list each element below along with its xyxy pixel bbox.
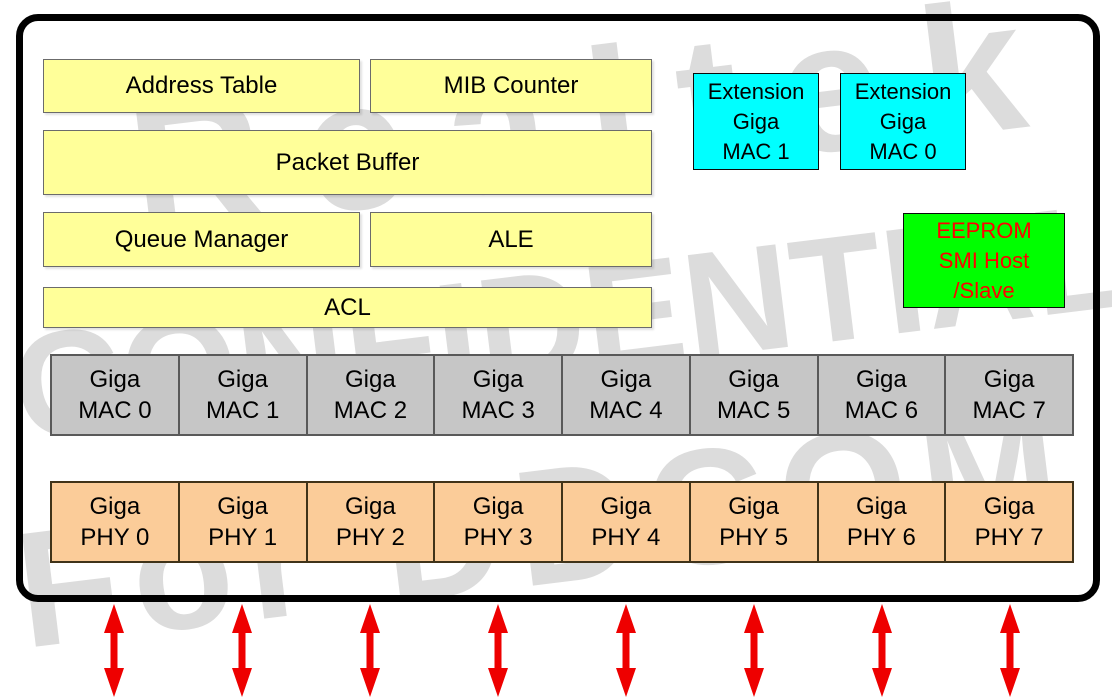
block-queue-manager: Queue Manager <box>43 212 360 267</box>
updown-arrow-icon <box>616 604 636 697</box>
port-label-line2: MAC 5 <box>716 397 791 424</box>
port-arrow-cell <box>562 604 690 697</box>
block-packet-buffer: Packet Buffer <box>43 130 652 195</box>
port-arrow-cell <box>178 604 306 697</box>
port-label-line1: Giga <box>345 366 396 393</box>
port-label-line1: Giga <box>472 366 524 393</box>
port-label-line1: Giga <box>856 493 907 520</box>
port-label-line2: MAC 7 <box>972 397 1046 424</box>
block-label: Queue Manager <box>114 225 289 253</box>
port-label-line1: Giga <box>983 366 1035 393</box>
block-label: Packet Buffer <box>275 148 420 176</box>
port-label-line2: PHY 1 <box>208 524 278 551</box>
block-label: Address Table <box>125 72 278 99</box>
port-label-line1: Giga <box>472 493 524 520</box>
block-label-line: EEPROM <box>936 217 1032 243</box>
port-label-line2: PHY 3 <box>463 524 533 551</box>
port-label-line1: Giga <box>728 493 779 520</box>
block-label-line: MAC 1 <box>722 138 790 164</box>
block-label-line: MAC 0 <box>869 138 937 164</box>
port-label-line1: Giga <box>89 493 141 520</box>
block-label-line: Extension <box>707 78 805 104</box>
block-label-line: /Slave <box>953 277 1015 303</box>
block-label: MIB Counter <box>443 72 579 99</box>
updown-arrow-icon <box>1000 604 1020 697</box>
block-extension-giga-mac-1: Extension Giga MAC 1 <box>693 73 819 170</box>
port-label-line2: PHY 6 <box>846 524 916 551</box>
port-label-line1: Giga <box>600 366 652 393</box>
block-label-line: Giga <box>732 108 780 134</box>
port-label-line2: MAC 4 <box>589 397 663 424</box>
port-label-line1: Giga <box>983 493 1035 520</box>
updown-arrow-icon <box>360 604 380 697</box>
block-eeprom-smi-host-slave: EEPROM SMI Host /Slave <box>903 213 1065 308</box>
port-label-line2: MAC 1 <box>205 397 280 424</box>
updown-arrow-icon <box>104 604 124 697</box>
port-arrow-cell <box>306 604 434 697</box>
updown-arrow-icon <box>872 604 892 697</box>
port-label-line2: MAC 6 <box>844 397 919 424</box>
block-label: ACL <box>324 293 371 321</box>
block-mib-counter: MIB Counter <box>370 59 652 113</box>
block-label: ALE <box>488 225 534 253</box>
port-label-line2: PHY 4 <box>591 524 661 551</box>
block-extension-giga-mac-0: Extension Giga MAC 0 <box>840 73 966 170</box>
port-label-line1: Giga <box>217 493 268 520</box>
port-label-line1: Giga <box>217 366 268 393</box>
port-label-line1: Giga <box>89 366 141 393</box>
updown-arrow-icon <box>488 604 508 697</box>
port-label-line2: PHY 0 <box>80 524 150 551</box>
block-label-line: SMI Host <box>938 247 1030 273</box>
port-label-line2: MAC 2 <box>333 397 408 424</box>
updown-arrow-icon <box>232 604 252 697</box>
port-label-line1: Giga <box>600 493 652 520</box>
block-acl: ACL <box>43 287 652 328</box>
port-label-line2: PHY 2 <box>335 524 405 551</box>
port-arrow-cell <box>50 604 178 697</box>
port-arrow-cell <box>690 604 818 697</box>
block-address-table: Address Table <box>43 59 360 113</box>
block-ale: ALE <box>370 212 652 267</box>
port-label-line2: PHY 5 <box>719 524 789 551</box>
block-label-line: Extension <box>854 78 952 104</box>
port-arrow-cell <box>946 604 1074 697</box>
port-label-line1: Giga <box>856 366 907 393</box>
port-label-line2: MAC 3 <box>461 397 535 424</box>
port-label-line1: Giga <box>728 366 779 393</box>
port-arrow-cell <box>818 604 946 697</box>
port-label-line1: Giga <box>345 493 396 520</box>
chip-boundary <box>16 14 1100 602</box>
port-arrow-cell <box>434 604 562 697</box>
port-label-line2: MAC 0 <box>78 397 152 424</box>
port-arrows-row <box>50 604 1074 697</box>
port-label-line2: PHY 7 <box>974 524 1044 551</box>
block-label-line: Giga <box>879 108 927 134</box>
updown-arrow-icon <box>744 604 764 697</box>
